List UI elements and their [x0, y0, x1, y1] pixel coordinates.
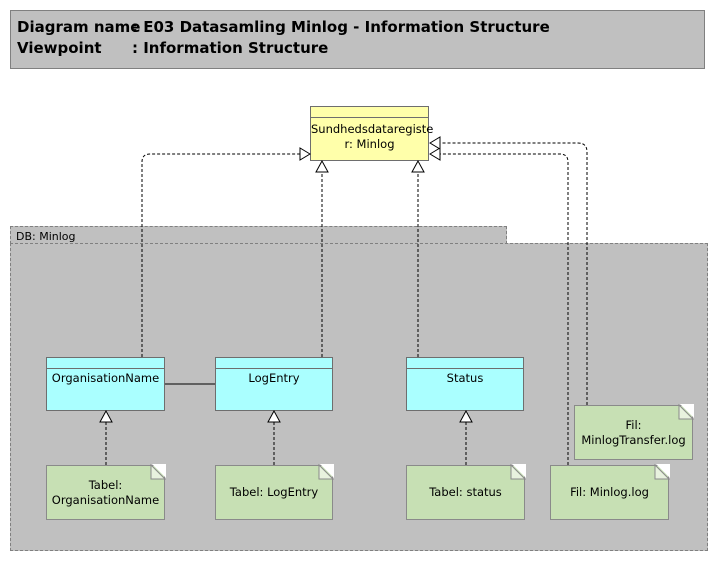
arrowhead-logentry-class	[267, 409, 281, 423]
note-tabel-organisation-name[interactable]: Tabel: OrganisationName	[46, 465, 165, 520]
target-label-line2: r: Minlog	[344, 137, 395, 151]
package-tab[interactable]: DB: Minlog	[10, 226, 507, 244]
class-status[interactable]: Status	[406, 357, 524, 411]
note-fil-minlog-transfer[interactable]: Fil: MinlogTransfer.log	[574, 405, 693, 460]
note-transfer-line2: MinlogTransfer.log	[581, 432, 686, 447]
package-label: DB: Minlog	[16, 230, 76, 243]
fold-corner	[654, 463, 671, 480]
arrowhead-status-register	[411, 159, 425, 173]
target-label-line1: Sundhedsdataregiste	[311, 122, 434, 136]
note-org-line2: OrganisationName	[51, 492, 160, 507]
class-organisation-name[interactable]: OrganisationName	[46, 357, 165, 411]
note-fil-minlog[interactable]: Fil: Minlog.log	[550, 465, 669, 520]
class-status-label: Status	[446, 371, 484, 385]
note-logentry-text: Tabel: LogEntry	[229, 485, 319, 499]
class-sundhedsdataregister-minlog[interactable]: Sundhedsdataregiste r: Minlog	[310, 106, 434, 161]
diagram-header: Diagram name : E03 Datasamling Minlog - …	[10, 10, 705, 69]
realization-filtransfer-to-register[interactable]	[440, 142, 588, 405]
note-tabel-status[interactable]: Tabel: status	[406, 465, 525, 520]
class-separator	[216, 368, 332, 369]
class-separator	[311, 117, 428, 118]
realization-organisation-to-register[interactable]	[141, 153, 300, 357]
fold-cut	[656, 464, 670, 478]
realization-filminlog-to-register[interactable]	[440, 153, 569, 465]
arrowhead-right-register-2	[429, 136, 441, 150]
diagram-name-value: : E03 Datasamling Minlog - Information S…	[132, 18, 550, 36]
arrowhead-left-register	[299, 147, 311, 161]
viewpoint-value: : Information Structure	[132, 39, 329, 57]
note-status-text: Tabel: status	[429, 485, 502, 499]
note-transfer-line1: Fil:	[625, 417, 642, 432]
arrowhead-right-register	[429, 147, 441, 161]
class-separator	[407, 368, 523, 369]
viewpoint-key: Viewpoint	[17, 39, 102, 57]
arrowhead-status-class	[459, 409, 473, 423]
note-org-line1: Tabel:	[88, 477, 123, 492]
fold-corner	[150, 463, 167, 480]
fold-cut	[680, 404, 694, 418]
fold-corner	[510, 463, 527, 480]
class-organisation-name-label: OrganisationName	[51, 371, 160, 385]
class-separator	[47, 368, 164, 369]
fold-cut	[320, 464, 334, 478]
fold-corner	[678, 403, 695, 420]
arrowhead-logentry-register	[315, 159, 329, 173]
fold-cut	[152, 464, 166, 478]
diagram-name-key: Diagram name	[17, 18, 141, 36]
note-fil-minlog-text: Fil: Minlog.log	[570, 485, 649, 499]
fold-cut	[512, 464, 526, 478]
arrowhead-org-class	[99, 409, 113, 423]
note-tabel-log-entry[interactable]: Tabel: LogEntry	[215, 465, 333, 520]
class-log-entry-label: LogEntry	[248, 371, 300, 385]
fold-corner	[318, 463, 335, 480]
